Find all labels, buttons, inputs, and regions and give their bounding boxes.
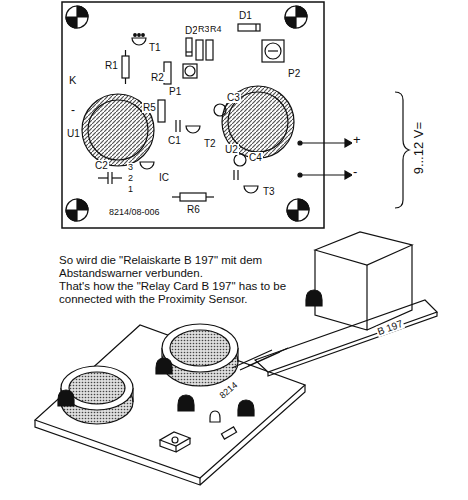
part-label: C1 (167, 135, 182, 146)
part-label: T3 (262, 186, 276, 197)
part-label: R1 (104, 60, 119, 71)
part-label: T1 (148, 42, 162, 53)
part-label: P2 (287, 68, 301, 79)
part-label: - (352, 165, 358, 179)
resistor-symbols (122, 40, 214, 201)
part-label: 8214/08-006 (108, 208, 161, 218)
capacitor-symbols (98, 104, 246, 184)
part-label: R4 (209, 25, 223, 35)
part-label: - (70, 104, 76, 117)
board-illustration (35, 324, 305, 485)
part-label: P1 (168, 86, 182, 97)
part-label: 9...12 V= (412, 121, 426, 175)
part-label: 3 (127, 163, 134, 173)
part-label: + (352, 133, 362, 147)
part-label: C2 (94, 160, 109, 171)
part-label: D1 (238, 10, 253, 21)
transistor-symbols (132, 34, 258, 193)
caption-text: That's how the "Relay Card B 197" has to… (58, 280, 310, 305)
part-label: U2 (224, 144, 239, 155)
part-label: R6 (186, 204, 201, 215)
pcb-outline (62, 2, 324, 228)
part-label: 1 (127, 185, 134, 195)
part-label: C3 (226, 92, 241, 103)
part-label: T2 (203, 138, 217, 149)
part-label: R5 (142, 102, 157, 113)
supply-wires (298, 92, 409, 208)
transducer-u2 (222, 86, 294, 158)
diode-symbols (186, 24, 260, 56)
caption-text: So wird die "Relaiskarte B 197" mit dem … (58, 254, 310, 279)
part-label: IC (158, 172, 170, 183)
part-label: C4 (248, 152, 263, 163)
part-label: U1 (66, 128, 81, 139)
relay-card-illustration (232, 232, 437, 376)
corner-marks (66, 6, 309, 221)
part-label: 2 (127, 174, 134, 184)
trimmer-symbols (183, 40, 284, 78)
part-label: R2 (150, 72, 165, 83)
part-label: K (68, 74, 77, 86)
